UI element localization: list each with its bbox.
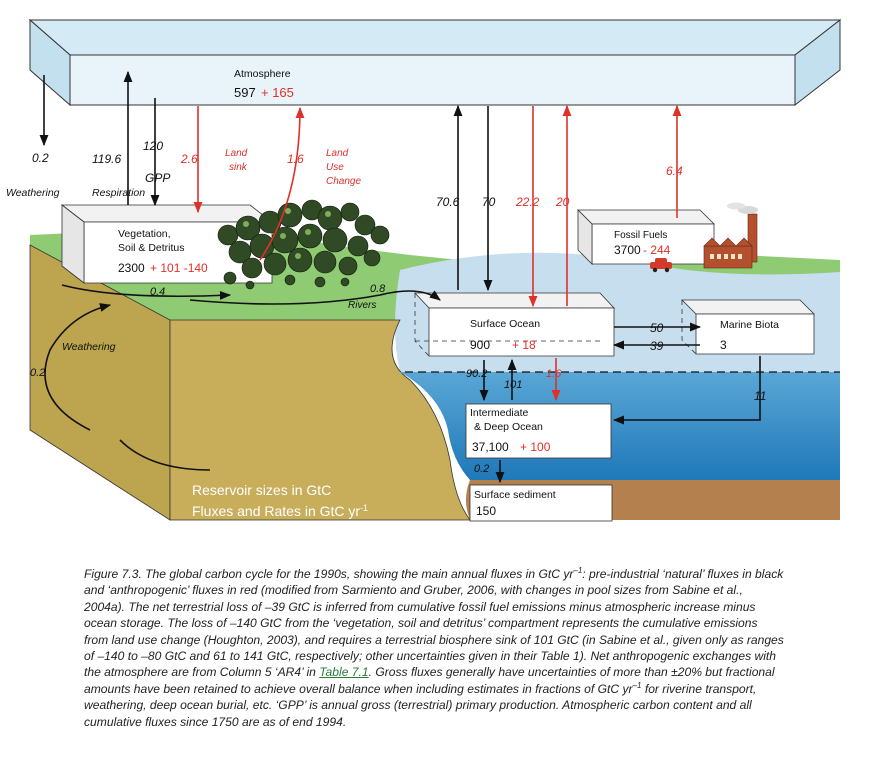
surface-ocean-change: + 18 [512, 338, 536, 352]
up-mix-value: 101 [504, 379, 522, 391]
legend-reservoir: Reservoir sizes in GtC [192, 482, 331, 498]
to-biota-value: 50 [650, 321, 664, 335]
marine-biota-label: Marine Biota [720, 319, 779, 331]
weathering-ground-label: Weathering [62, 341, 116, 353]
deep-ocean-box [465, 403, 612, 459]
carbon-cycle-diagram: Atmosphere 597 + 165 Vegetation, Soil & … [6, 18, 842, 522]
land-sink-label-2: sink [229, 162, 248, 173]
weathering-ground-value: 0.2 [30, 367, 45, 379]
land-sink-value: 2.6 [180, 152, 198, 166]
atmosphere-label: Atmosphere [234, 68, 291, 80]
fossil-label: Fossil Fuels [614, 230, 667, 241]
car-icon [650, 258, 672, 273]
ocean-down-value: 70 [482, 195, 496, 209]
fossil-emission-value: 6.4 [666, 164, 683, 178]
weathering-atm-label: Weathering [6, 187, 60, 199]
deep-ocean-label-2: & Deep Ocean [474, 421, 543, 433]
table-7-1-link[interactable]: Table 7.1 [319, 665, 369, 680]
vegetation-label-2: Soil & Detritus [118, 242, 185, 254]
gpp-value: 120 [143, 139, 163, 153]
rivers-arrow [189, 290, 441, 305]
atmosphere-pool: 597 [234, 85, 256, 100]
factory-icon [703, 202, 758, 269]
weathering-atm-value: 0.2 [32, 151, 49, 165]
legend-fluxes: Fluxes and Rates in GtC yr-1 [192, 503, 368, 519]
rivers-value: 0.8 [370, 283, 386, 295]
deep-ocean-label-1: Intermediate [470, 407, 529, 419]
figure-caption: Figure 7.3. The global carbon cycle for … [84, 565, 784, 729]
caption-superscript-2: –1 [632, 680, 642, 690]
ocean-anthro-down-value: 22.2 [515, 195, 540, 209]
land-sink-label-1: Land [225, 148, 248, 159]
ocean-anthro-up-value: 20 [555, 195, 570, 209]
land-use-value: 1.6 [287, 152, 304, 166]
land-use-label-1: Land [326, 148, 349, 159]
sediment-box [469, 484, 613, 522]
caption-superscript-1: –1 [573, 565, 583, 575]
gpp-label: GPP [145, 171, 170, 185]
sediment-label: Surface sediment [474, 489, 556, 501]
weathering-ground-arrow-2 [119, 439, 211, 471]
forest-trees [217, 199, 390, 290]
weathering-ground-arrow [44, 303, 112, 431]
forest-highlights [243, 208, 331, 259]
fossil-fuels-box [577, 209, 715, 265]
fossil-pool: 3700 [614, 243, 641, 257]
biota-down-value: 11 [754, 389, 766, 403]
biota-export-arrow [612, 356, 761, 425]
land-use-arrow [259, 106, 305, 261]
marine-biota-box [681, 299, 815, 355]
down-mix-value: 90.2 [466, 368, 487, 380]
surface-ocean-pool: 900 [470, 338, 490, 352]
respiration-value: 119.6 [92, 152, 121, 166]
deep-ocean-change: + 100 [520, 440, 551, 454]
vegetation-label-1: Vegetation, [118, 228, 171, 240]
ocean-up-value: 70.6 [436, 195, 460, 209]
atmosphere-change: + 165 [261, 85, 294, 100]
marine-biota-pool: 3 [720, 338, 727, 352]
atmosphere-slab [28, 18, 842, 107]
rivers-small-value: 0.4 [150, 286, 165, 298]
vegetation-change: + 101 -140 [150, 261, 208, 275]
respiration-label: Respiration [92, 187, 145, 199]
deep-ocean-pool: 37,100 [472, 440, 509, 454]
land-use-label-3: Change [326, 176, 361, 187]
rivers-label: Rivers [348, 300, 376, 311]
vegetation-pool: 2300 [118, 261, 145, 275]
surface-ocean-box [414, 292, 615, 357]
sediment-pool: 150 [476, 504, 496, 518]
burial-value: 0.2 [474, 463, 489, 475]
fossil-change: - 244 [643, 243, 671, 257]
rivers-small-arrow [61, 284, 232, 300]
from-biota-value: 39 [650, 339, 664, 353]
anthro-down-mix-value: 1.6 [546, 368, 562, 380]
surface-ocean-label: Surface Ocean [470, 318, 540, 330]
land-use-label-2: Use [326, 162, 344, 173]
